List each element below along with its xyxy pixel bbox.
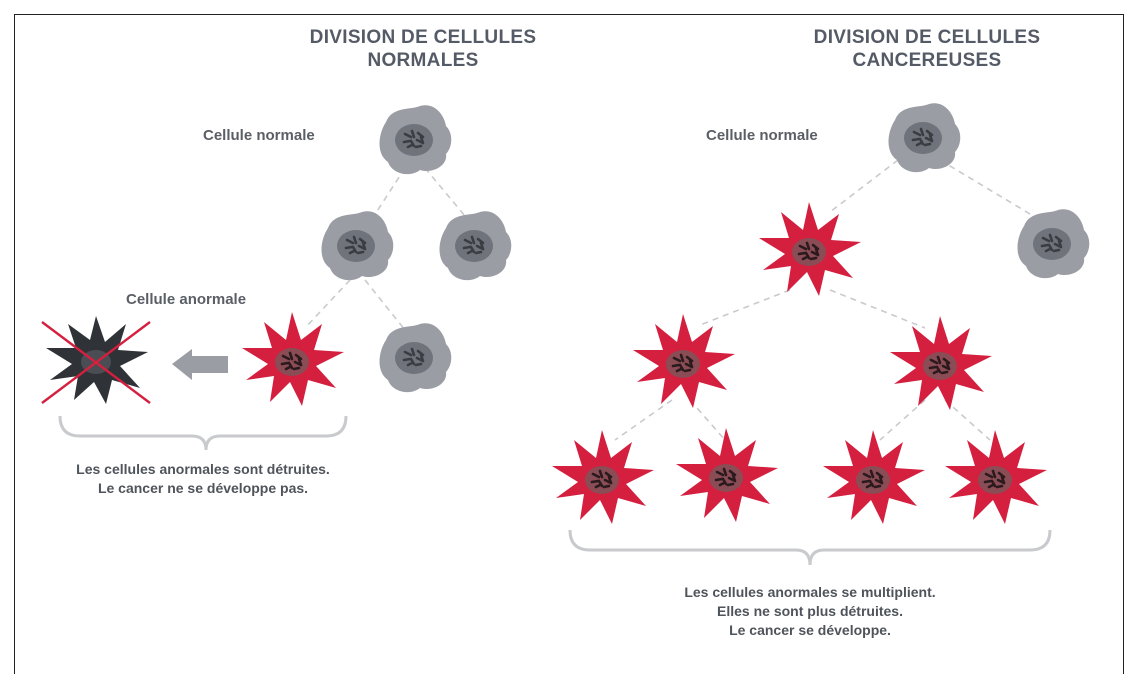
left-child-normal-cell [440, 211, 512, 280]
left-top-normal-cell [380, 105, 452, 174]
right-bracket [568, 529, 1052, 566]
destroyed-cross-icon [41, 321, 151, 404]
left-caption: Les cellules anormales sont détruites. L… [18, 460, 388, 498]
left-title-line2: NORMALES [367, 50, 479, 71]
right-cancer-cell [945, 430, 1047, 524]
right-title-line2: CANCEREUSES [852, 50, 1002, 71]
right-cancer-cell [552, 430, 654, 524]
figure-frame [14, 14, 1124, 674]
left-bracket [58, 415, 348, 451]
right-cancer-cell [633, 314, 735, 408]
right-caption-line3: Le cancer se développe. [729, 622, 891, 638]
cell-division-diagram [41, 0, 1140, 566]
left-abnormal-cell-label: Cellule anormale [126, 291, 247, 308]
right-normal-cell [1018, 209, 1090, 278]
left-grandchild-normal-cell [380, 323, 452, 392]
right-title: DIVISION DE CELLULES CANCEREUSES [752, 26, 1102, 72]
left-child-normal-cell [322, 211, 394, 280]
right-cancer-cell [823, 430, 925, 524]
right-caption-line2: Elles ne sont plus détruites. [717, 603, 903, 619]
left-top-cell-label: Cellule normale [203, 127, 315, 144]
right-connectors [614, 159, 1041, 441]
left-title: DIVISION DE CELLULES NORMALES [248, 26, 598, 72]
left-title-line1: DIVISION DE CELLULES [309, 27, 537, 48]
right-caption: Les cellules anormales se multiplient. E… [620, 583, 1000, 640]
right-cancer-cell [676, 428, 778, 522]
left-caption-line2: Le cancer ne se développe pas. [97, 480, 309, 496]
left-connectors [304, 167, 471, 331]
right-cancer-cell [890, 316, 992, 410]
destruction-arrow-icon [172, 349, 228, 380]
right-title-line1: DIVISION DE CELLULES [813, 27, 1041, 48]
right-cancer-cell [759, 202, 861, 296]
right-top-cell-label: Cellule normale [706, 127, 818, 144]
left-abnormal-cell [242, 312, 344, 406]
left-caption-line1: Les cellules anormales sont détruites. [76, 461, 330, 477]
right-caption-line1: Les cellules anormales se multiplient. [684, 584, 936, 600]
right-top-normal-cell [889, 103, 961, 172]
